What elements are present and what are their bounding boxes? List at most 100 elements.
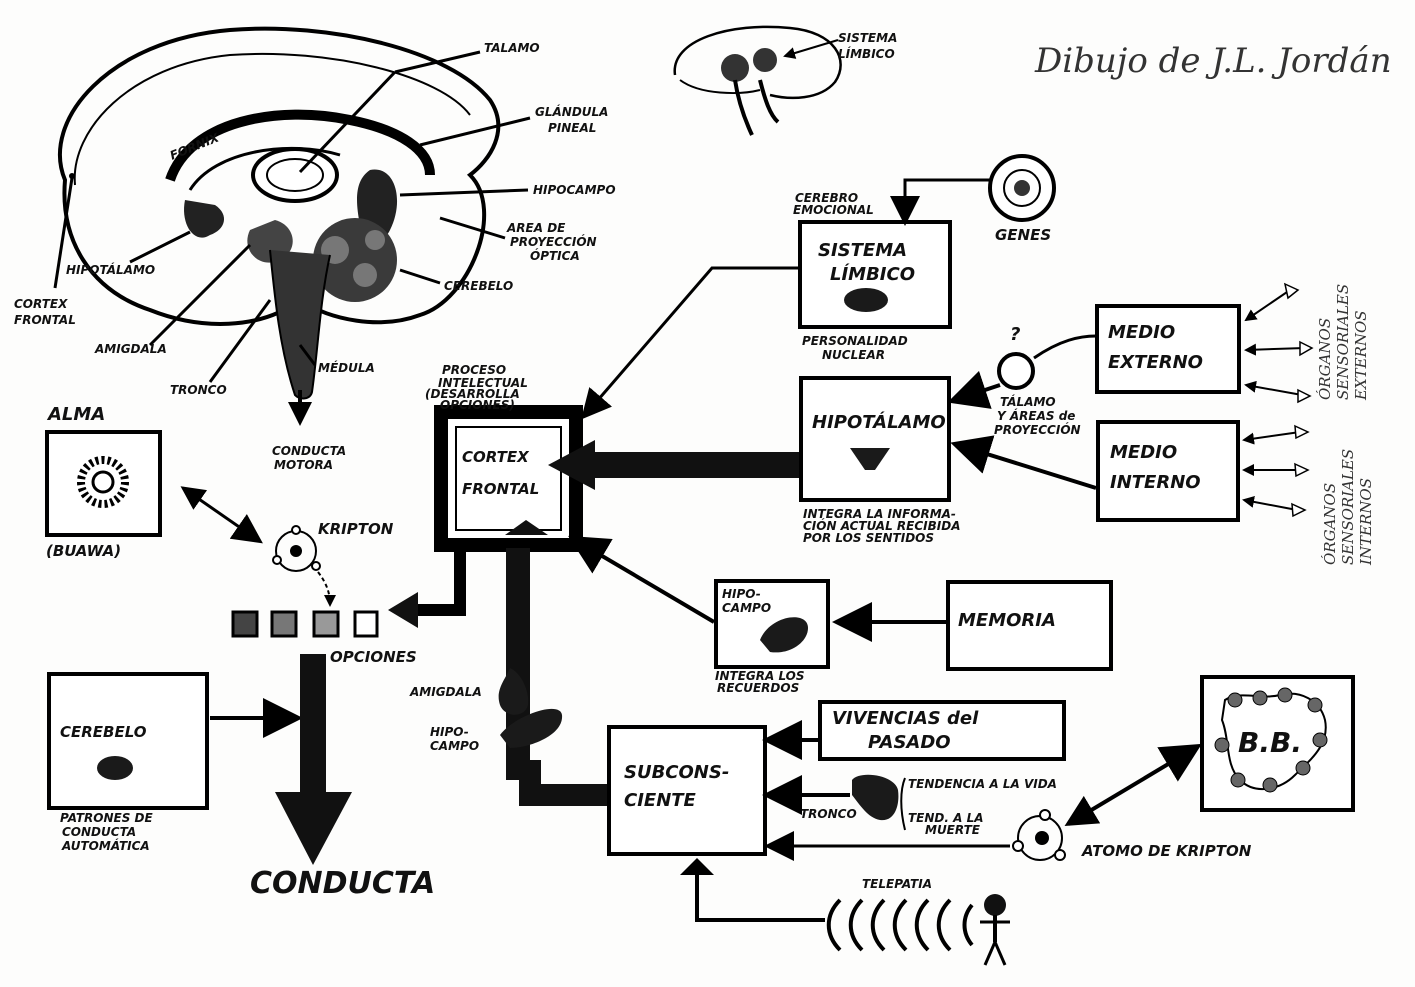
- label-conducta: CONDUCTA: [272, 444, 346, 458]
- limbic-sketch-label-1: SISTEMA: [838, 31, 897, 45]
- limbico-caption-1: PERSONALIDAD: [802, 334, 908, 348]
- hipocampo-caption-2: RECUERDOS: [717, 681, 799, 695]
- label-medula: MÉDULA: [318, 360, 375, 375]
- organos-externos-label: ÓRGANOS SENSORIALES EXTERNOS: [1316, 284, 1370, 401]
- person-figure-icon: [980, 894, 1010, 966]
- cerebelo-box: [47, 672, 209, 810]
- genes-label: GENES: [995, 226, 1051, 244]
- talamo-question: ?: [1010, 324, 1020, 345]
- tendencia-muerte-label-1: TEND. A LA: [908, 811, 984, 825]
- signature: Dibujo de J.L. Jordán: [1034, 41, 1392, 81]
- options-squares: [231, 610, 379, 638]
- cerebelo-caption-1: PATRONES DE: [60, 811, 153, 825]
- sensory-arrows-internal: [1242, 424, 1310, 518]
- subconsciente-line-1: SUBCONS-: [624, 762, 729, 783]
- hipotalamo-box: [799, 376, 951, 502]
- svg-text:SENSORIALES: SENSORIALES: [1334, 284, 1352, 400]
- cortex-caption-1: PROCESO: [442, 363, 506, 377]
- vivencias-line-1: VIVENCIAS del: [832, 708, 979, 729]
- kripton-atom-icon: [272, 525, 321, 572]
- hipotalamo-title: HIPOTÁLAMO: [812, 411, 946, 433]
- limbico-caption-2: NUCLEAR: [822, 348, 885, 362]
- svg-text:EXTERNOS: EXTERNOS: [1352, 310, 1370, 401]
- talamo-line-1: TÁLAMO: [1000, 394, 1056, 409]
- hipo-label-1: HIPO-: [430, 725, 469, 739]
- alma-title: ALMA: [46, 404, 105, 425]
- limbico-top-1: CEREBRO: [795, 191, 858, 205]
- limbic-sketch-label-2: LÍMBICO: [838, 46, 895, 61]
- amigdala-blob-icon: [498, 668, 529, 715]
- sensory-arrows-external: [1244, 282, 1314, 404]
- vivencias-line-2: PASADO: [868, 732, 951, 753]
- limbico-line-2: LÍMBICO: [830, 263, 915, 285]
- medio-externo-line-1: MEDIO: [1108, 322, 1175, 343]
- hipotalamo-caption-1: INTEGRA LA INFORMA-: [803, 507, 956, 521]
- label-hipotalamo: HIPOTÁLAMO: [66, 262, 155, 277]
- talamo-line-2: Y ÁREAS de: [997, 408, 1075, 423]
- label-proyeccion: PROYECCIÓN: [510, 234, 597, 249]
- cortex-caption-2: INTELECTUAL: [438, 376, 528, 390]
- cortex-caption-4: OPCIONES): [440, 398, 515, 412]
- cerebelo-title: CEREBELO: [60, 723, 147, 741]
- medio-externo-line-2: EXTERNO: [1108, 352, 1203, 373]
- medio-interno-box: [1096, 420, 1240, 522]
- subconsciente-box: [607, 725, 767, 856]
- memoria-box: [946, 580, 1113, 671]
- limbico-blob-icon: [844, 288, 888, 312]
- limbico-line-1: SISTEMA: [818, 240, 907, 261]
- limbic-sketch: SISTEMA LÍMBICO: [673, 25, 897, 136]
- amigdala-label: AMIGDALA: [409, 685, 482, 699]
- svg-text:ÓRGANOS: ÓRGANOS: [1321, 483, 1339, 565]
- cortex-caption-3: (DESARROLLA: [425, 387, 520, 401]
- brain-labels: TALAMO GLÁNDULA PINEAL FORNIX HIPOCAMPO …: [14, 41, 616, 472]
- hipocampo-small-blob-icon: [500, 708, 563, 748]
- svg-text:INTERNOS: INTERNOS: [1357, 478, 1375, 566]
- cortex-line-1: CORTEX: [462, 448, 530, 466]
- tendencia-vida-label: TENDENCIA A LA VIDA: [908, 777, 1057, 791]
- label-fornix: FORNIX: [168, 130, 222, 163]
- organos-internos-label: ÓRGANOS SENSORIALES INTERNOS: [1321, 449, 1375, 566]
- cerebelo-caption-2: CONDUCTA: [62, 825, 136, 839]
- label-hipocampo: HIPOCAMPO: [533, 183, 616, 197]
- talamo-line-3: PROYECCIÓN: [994, 422, 1081, 437]
- limbico-top-2: EMOCIONAL: [793, 203, 874, 217]
- vivencias-box: [818, 700, 1066, 761]
- hipo-label-2: CAMPO: [430, 739, 479, 753]
- hipocampo-line-1: HIPO-: [722, 587, 761, 601]
- svg-text:SENSORIALES: SENSORIALES: [1339, 449, 1357, 565]
- cerebelo-caption-3: AUTOMÁTICA: [61, 838, 150, 853]
- medio-externo-box: [1095, 304, 1241, 394]
- cortex-line-2: FRONTAL: [462, 480, 539, 498]
- label-optica: ÓPTICA: [530, 248, 580, 263]
- opciones-label: OPCIONES: [330, 648, 417, 666]
- tronco-blob-icon: [852, 774, 899, 821]
- hipotalamo-blob-icon: [850, 448, 890, 470]
- label-cortex: CORTEX: [14, 297, 68, 311]
- label-tronco: TRONCO: [170, 383, 227, 397]
- conducta-title: CONDUCTA: [250, 866, 435, 901]
- hipocampo-blob-icon: [760, 617, 808, 653]
- label-frontal: FRONTAL: [14, 313, 76, 327]
- label-pineal: PINEAL: [548, 121, 596, 135]
- hipotalamo-caption-2: CIÓN ACTUAL RECIBIDA: [803, 518, 961, 533]
- hipocampo-caption-1: INTEGRA LOS: [715, 669, 805, 683]
- label-amigdala: AMIGDALA: [94, 342, 167, 356]
- genes-cell-icon: [988, 154, 1056, 222]
- hipocampo-line-2: CAMPO: [722, 601, 771, 615]
- hipotalamo-caption-3: POR LOS SENTIDOS: [803, 531, 934, 545]
- alma-star-icon: [77, 456, 129, 508]
- conducta-big-arrow: [275, 654, 352, 865]
- medio-interno-line-1: MEDIO: [1110, 442, 1177, 463]
- atomo-kripton-label: ATOMO DE KRIPTON: [1081, 842, 1252, 860]
- tronco-label: TRONCO: [800, 807, 857, 821]
- hipocampo-box: [714, 579, 830, 669]
- cerebelo-blob-icon: [97, 756, 133, 780]
- tendencia-muerte-label-2: MUERTE: [925, 823, 981, 837]
- subconsciente-line-2: CIENTE: [624, 790, 697, 811]
- medio-interno-line-2: INTERNO: [1110, 472, 1201, 493]
- bb-chain-icon: [1214, 687, 1328, 793]
- kripton-label: KRIPTON: [318, 520, 394, 538]
- label-cerebelo: CEREBELO: [444, 279, 513, 293]
